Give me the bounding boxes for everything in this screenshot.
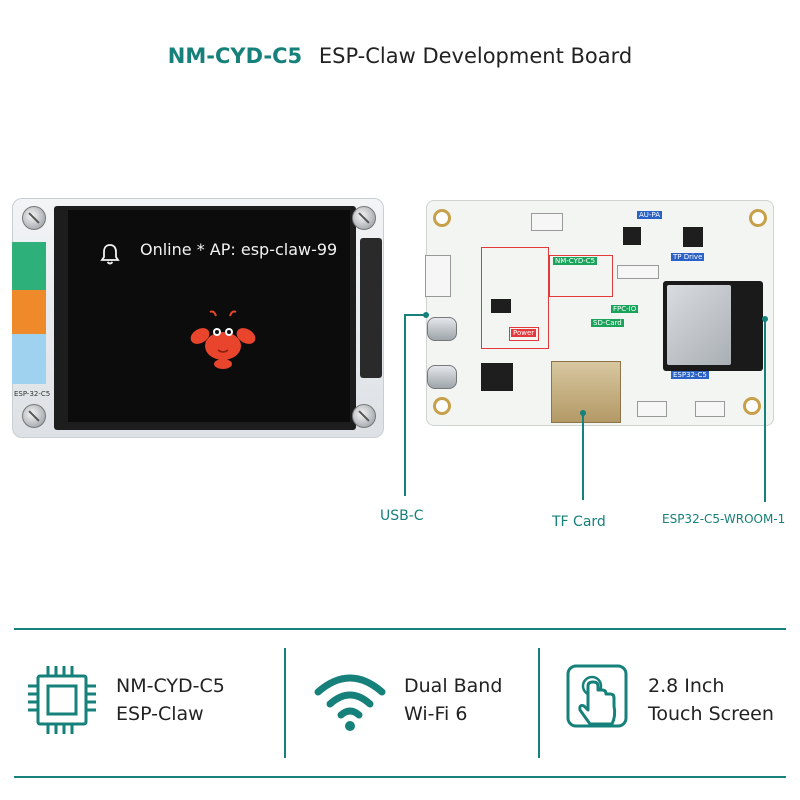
lcd-screen[interactable]: Online * AP: esp-claw-99 xyxy=(68,210,350,422)
usb-c-callout: USB-C xyxy=(380,508,424,524)
board-label: NM-CYD-C5 xyxy=(553,257,598,265)
side-label: ESP-32-C5 xyxy=(14,390,51,398)
fpc-connector xyxy=(617,265,659,279)
ic-chip xyxy=(623,227,641,245)
green-connector xyxy=(12,242,46,290)
blue-connector xyxy=(12,334,46,384)
power-label-box xyxy=(509,327,539,341)
feature-wifi-text: Dual Band Wi-Fi 6 xyxy=(404,672,502,728)
module-shield xyxy=(667,285,731,365)
board-label: Power xyxy=(511,329,537,337)
display-device: ESP-32-C5 Online * AP: esp-claw-99 xyxy=(12,198,384,438)
usb-c-pointer-line xyxy=(404,314,406,496)
feature-line1: Dual Band xyxy=(404,675,503,697)
status-text: Online * AP: esp-claw-99 xyxy=(140,240,338,259)
screw-icon xyxy=(352,206,376,230)
tf-card-slot xyxy=(551,361,621,423)
tf-card-callout: TF Card xyxy=(552,514,606,530)
silkscreen-box xyxy=(481,247,549,349)
mount-hole xyxy=(433,397,451,415)
board-label: ESP32-C5 xyxy=(671,371,709,379)
module-callout: ESP32-C5-WROOM-1 xyxy=(662,512,786,526)
tf-card-pointer-line xyxy=(582,412,584,500)
mount-hole xyxy=(749,209,767,227)
side-connector xyxy=(425,255,451,297)
orange-connector xyxy=(12,290,46,334)
feature-separator xyxy=(538,648,540,758)
wifi-icon xyxy=(314,674,386,731)
feature-touch: 2.8 Inch Touch Screen xyxy=(562,662,788,742)
ic-chip xyxy=(683,227,703,247)
feature-wifi: Dual Band Wi-Fi 6 xyxy=(312,662,532,742)
bottom-connector xyxy=(695,401,725,417)
top-connector xyxy=(531,213,563,231)
screw-icon xyxy=(22,206,46,230)
chip-icon xyxy=(28,666,96,734)
feature-line2: ESP-Claw xyxy=(116,703,204,725)
side-connector-strip xyxy=(12,242,52,402)
mount-hole xyxy=(433,209,451,227)
feature-bar-top-rule xyxy=(14,628,786,630)
board-label: SD-Card xyxy=(591,319,624,327)
touch-icon xyxy=(566,664,628,728)
feature-chip: NM-CYD-C5 ESP-Claw xyxy=(24,662,274,742)
screw-icon xyxy=(352,404,376,428)
module-pointer-line xyxy=(764,318,766,502)
screw-icon xyxy=(22,404,46,428)
usb-c-port xyxy=(427,365,457,389)
bell-icon xyxy=(100,244,120,265)
lobster-icon xyxy=(190,310,256,369)
mount-hole xyxy=(743,397,761,415)
feature-line1: 2.8 Inch xyxy=(648,675,725,697)
ic-chip xyxy=(491,299,511,313)
board-label: AU-PA xyxy=(637,211,662,219)
bottom-connector xyxy=(637,401,667,417)
feature-chip-text: NM-CYD-C5 ESP-Claw xyxy=(116,672,225,728)
feature-separator xyxy=(284,648,286,758)
page-title: NM-CYD-C5 ESP-Claw Development Board xyxy=(0,44,800,68)
feature-line2: Wi-Fi 6 xyxy=(404,703,468,725)
board-label: TP Drive xyxy=(671,253,705,261)
pcb-board: NM-CYD-C5 FPC-IO SD-Card Power ESP32-C5 … xyxy=(425,200,774,426)
right-button-strip xyxy=(360,238,382,378)
silkscreen-box xyxy=(549,255,613,297)
feature-bar-bottom-rule xyxy=(14,776,786,778)
feature-line2: Touch Screen xyxy=(648,703,774,725)
usb-c-pointer-line xyxy=(404,314,426,316)
feature-line1: NM-CYD-C5 xyxy=(116,675,225,697)
title-description: ESP-Claw Development Board xyxy=(318,44,633,68)
feature-touch-text: 2.8 Inch Touch Screen xyxy=(648,672,774,728)
board-label: FPC-IO xyxy=(611,305,639,313)
usb-c-pointer-dot xyxy=(423,312,429,318)
title-model: NM-CYD-C5 xyxy=(167,44,303,68)
usb-c-port xyxy=(427,317,457,341)
ic-chip xyxy=(481,363,513,391)
